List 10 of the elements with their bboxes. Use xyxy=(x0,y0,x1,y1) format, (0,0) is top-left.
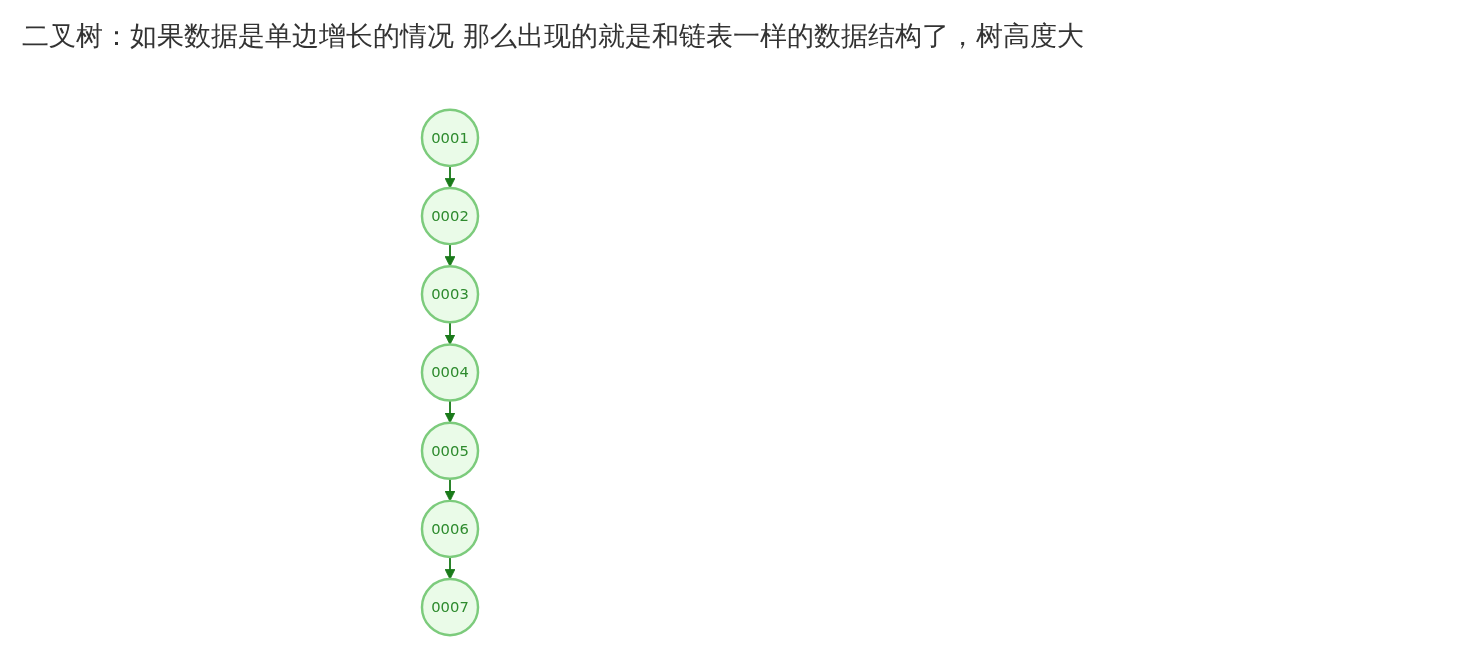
heading: 二叉树：如果数据是单边增长的情况 那么出现的就是和链表一样的数据结构了，树高度大 xyxy=(22,19,1084,53)
node-circle: 0002 xyxy=(420,186,480,246)
node-circle: 0007 xyxy=(420,577,480,637)
node-circle: 0003 xyxy=(420,265,480,324)
arrow xyxy=(444,243,456,267)
node-circle: 0005 xyxy=(420,421,480,480)
node-circle: 0006 xyxy=(420,499,480,559)
node-circle: 0004 xyxy=(420,343,480,402)
arrow xyxy=(444,556,456,580)
node-circle: 0001 xyxy=(420,108,480,168)
